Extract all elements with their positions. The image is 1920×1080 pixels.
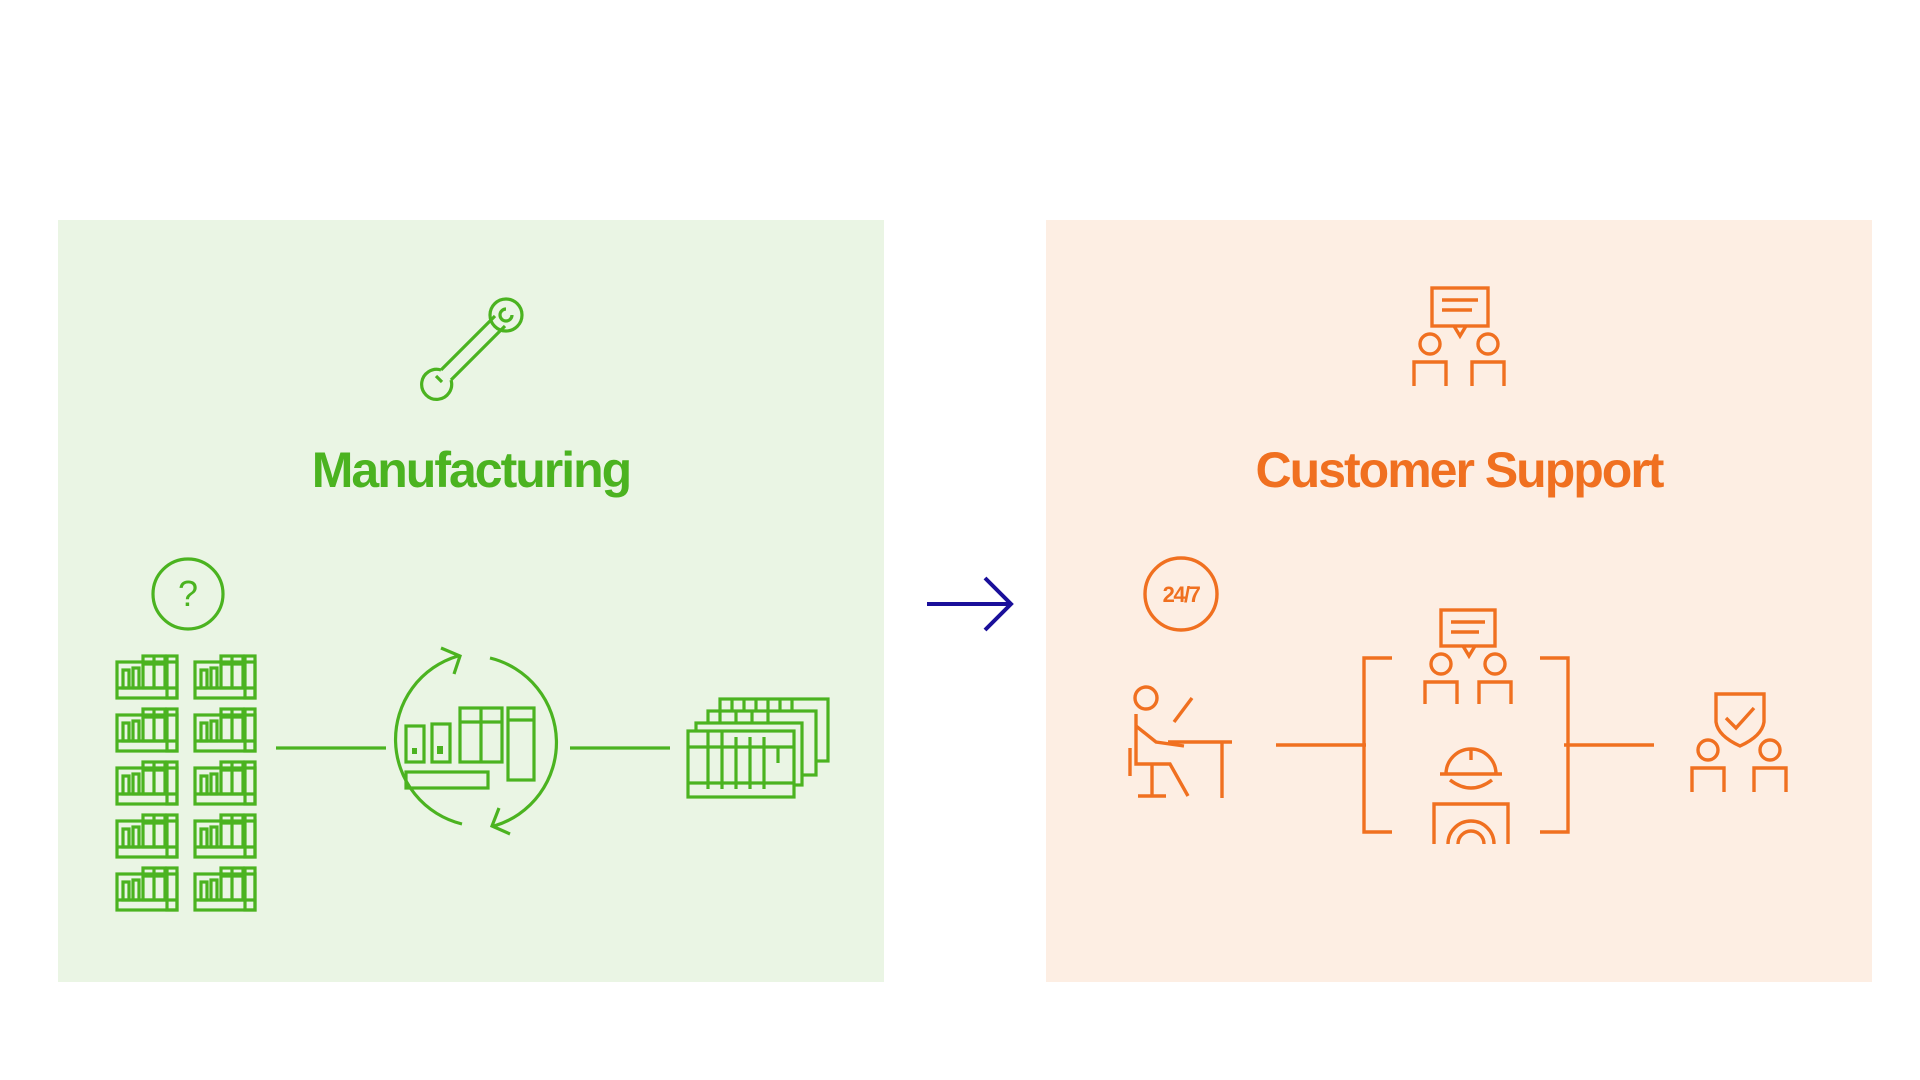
engineer-icon	[1432, 747, 1510, 845]
rack-unit	[193, 760, 257, 806]
rack-unit	[115, 760, 179, 806]
rack-unit	[115, 813, 179, 859]
customer-support-title: Customer Support	[1255, 442, 1665, 498]
connector-line	[276, 746, 386, 750]
team-chat-icon	[1423, 608, 1513, 704]
rack-unit	[115, 866, 179, 912]
rack-unit	[115, 654, 179, 700]
badge-text: 24/7	[1163, 582, 1201, 607]
rack-unit	[193, 707, 257, 753]
connector-line	[1564, 743, 1654, 747]
customer-support-panel: Customer Support 24/7	[1046, 220, 1872, 982]
manufacturing-title: Manufacturing	[311, 442, 632, 498]
cycle-arrows-icon	[393, 646, 559, 836]
team-chat-icon	[1412, 286, 1506, 386]
rack-stack-icon	[686, 697, 830, 799]
support-team-bracket	[1362, 656, 1570, 834]
wrench-icon	[420, 297, 524, 401]
question-mark: ?	[178, 573, 198, 614]
clock-badge-icon: 24/7	[1143, 556, 1219, 632]
connector-line	[1276, 743, 1366, 747]
connector-line	[570, 746, 670, 750]
question-icon: ?	[151, 557, 225, 631]
desk-worker-icon	[1128, 685, 1232, 798]
rack-unit	[193, 866, 257, 912]
rack-unit	[115, 707, 179, 753]
shield-team-icon	[1690, 692, 1788, 792]
arrow-right-icon	[927, 576, 1014, 632]
rack-unit	[193, 813, 257, 859]
rack-grid-icon	[115, 654, 257, 912]
rack-unit	[193, 654, 257, 700]
manufacturing-panel: Manufacturing ?	[58, 220, 884, 982]
